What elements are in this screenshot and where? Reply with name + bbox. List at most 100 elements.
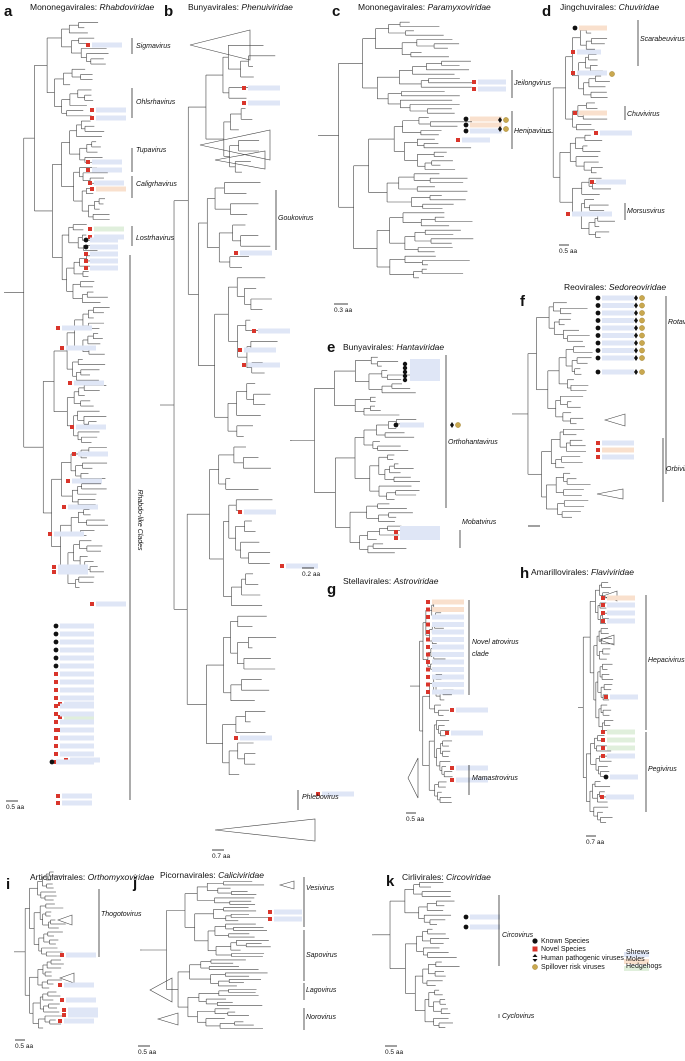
novel-species-marker xyxy=(600,795,604,799)
family-name: Hantaviridae xyxy=(396,342,444,352)
clade-label-b: Phlebovirus xyxy=(302,794,339,801)
known-species-marker xyxy=(402,373,408,379)
novel-species-marker xyxy=(426,660,430,664)
known-species-marker xyxy=(463,914,469,920)
host-bar-shrews xyxy=(68,1007,98,1013)
title-separator: : xyxy=(213,870,218,880)
human-pathogen-icon xyxy=(634,347,638,354)
host-bar-shrews xyxy=(90,244,118,250)
collapsed-clade xyxy=(278,880,295,890)
spillover-risk-icon xyxy=(639,325,645,331)
known-species-marker xyxy=(83,244,89,250)
host-bar-moles xyxy=(432,599,464,605)
order-name: Amarillovirales xyxy=(531,567,586,577)
panel-title-g: Stellavirales: Astroviridae xyxy=(343,576,439,586)
collapsed-clade xyxy=(156,1012,179,1026)
novel-species-marker xyxy=(84,259,88,263)
order-name: Bunyavirales xyxy=(343,342,392,352)
host-bar-moles xyxy=(470,116,502,122)
known-species-marker xyxy=(53,631,59,637)
host-bar-shrews xyxy=(96,107,126,113)
novel-species-marker xyxy=(472,80,476,84)
host-bar-shrews xyxy=(606,794,634,800)
human-pathogen-icon xyxy=(498,126,502,132)
host-bar-shrews xyxy=(64,1018,94,1024)
novel-species-marker xyxy=(54,744,58,748)
legend-novel-species: Novel Species xyxy=(541,946,586,953)
novel-species-marker xyxy=(52,570,56,574)
host-bar-hedgehogs xyxy=(607,737,635,743)
novel-species-marker xyxy=(54,688,58,692)
title-separator: : xyxy=(83,872,88,882)
spillover-risk-icon xyxy=(639,317,645,324)
human-pathogen-icon xyxy=(634,340,638,346)
host-bar-shrews xyxy=(96,115,126,121)
host-bar-shrews xyxy=(96,601,126,607)
novel-species-marker xyxy=(604,695,608,699)
host-bar-shrews xyxy=(400,422,424,428)
known-species-marker xyxy=(402,377,408,383)
novel-species-marker xyxy=(238,348,242,352)
known-species-marker xyxy=(53,655,59,661)
host-bar-shrews xyxy=(456,777,488,783)
panel-label-a: a xyxy=(4,3,13,20)
panel-title-c: Mononegavirales: Paramyxoviridae xyxy=(358,2,491,12)
novel-species-marker xyxy=(596,448,600,452)
clade-label-f: Rotavirus xyxy=(668,319,685,326)
novel-species-marker xyxy=(56,326,60,330)
collapsed-clade xyxy=(596,488,624,500)
novel-species-marker xyxy=(52,565,56,569)
host-bar-shrews xyxy=(92,167,122,173)
panel-title-f: Reovirales: Sedoreoviridae xyxy=(564,282,666,292)
clade-label-d: Chuvivirus xyxy=(627,111,660,118)
collapsed-clade xyxy=(189,29,251,61)
known-species-marker xyxy=(53,623,59,629)
host-bar-shrews xyxy=(602,440,634,446)
clade-label-i: Thogotovirus xyxy=(101,911,142,918)
family-name: Phenuiviridae xyxy=(241,2,293,12)
novel-species-marker xyxy=(426,630,430,634)
host-bar-moles xyxy=(432,607,464,612)
novel-species-marker xyxy=(573,111,577,115)
host-bar-shrews xyxy=(470,128,502,134)
title-separator: : xyxy=(237,2,242,12)
host-bar-shrews xyxy=(60,727,94,733)
host-bar-shrews xyxy=(577,70,607,76)
novel-species-marker xyxy=(56,794,60,798)
title-separator: : xyxy=(392,342,397,352)
novel-species-marker xyxy=(601,754,605,758)
host-bar-shrews xyxy=(432,629,464,635)
human-pathogen-icon xyxy=(450,422,454,428)
clade-label-g: clade xyxy=(472,651,489,658)
host-bar-shrews xyxy=(432,652,464,657)
known-species-marker xyxy=(595,355,601,361)
novel-species-marker xyxy=(426,652,430,657)
host-bar-shrews xyxy=(94,234,124,240)
host-bar-shrews xyxy=(451,730,483,736)
novel-species-marker xyxy=(234,736,238,740)
host-bar-shrews xyxy=(60,671,94,677)
host-bar-shrews xyxy=(60,631,94,637)
clade-label-f: Orbivirus xyxy=(666,466,685,473)
clade-label-h: Pegivirus xyxy=(648,766,677,773)
host-bar-moles xyxy=(607,595,635,601)
panel-title-e: Bunyavirales: Hantaviridae xyxy=(343,342,444,352)
host-bar-shrews xyxy=(602,340,634,346)
novel-species-marker xyxy=(596,455,600,459)
panel-label-b: b xyxy=(164,3,173,20)
clade-label-c: Jeilongvirus xyxy=(513,80,551,87)
host-bar-shrews xyxy=(66,952,96,958)
spillover-risk-icon xyxy=(503,117,509,123)
spillover-risk-icon xyxy=(639,355,645,361)
host-bar-shrews xyxy=(72,478,102,484)
novel-species-marker xyxy=(601,611,605,615)
host-bar-shrews xyxy=(470,914,500,920)
host-bar-shrews xyxy=(602,325,634,331)
known-species-marker xyxy=(595,303,601,308)
known-species-marker xyxy=(393,422,399,428)
host-bar-shrews xyxy=(248,362,280,368)
novel-species-marker xyxy=(88,227,92,231)
order-name: Jingchuvirales xyxy=(560,2,614,12)
panel-title-j: Picornavirales: Caliciviridae xyxy=(160,870,264,880)
novel-species-marker xyxy=(601,619,605,623)
